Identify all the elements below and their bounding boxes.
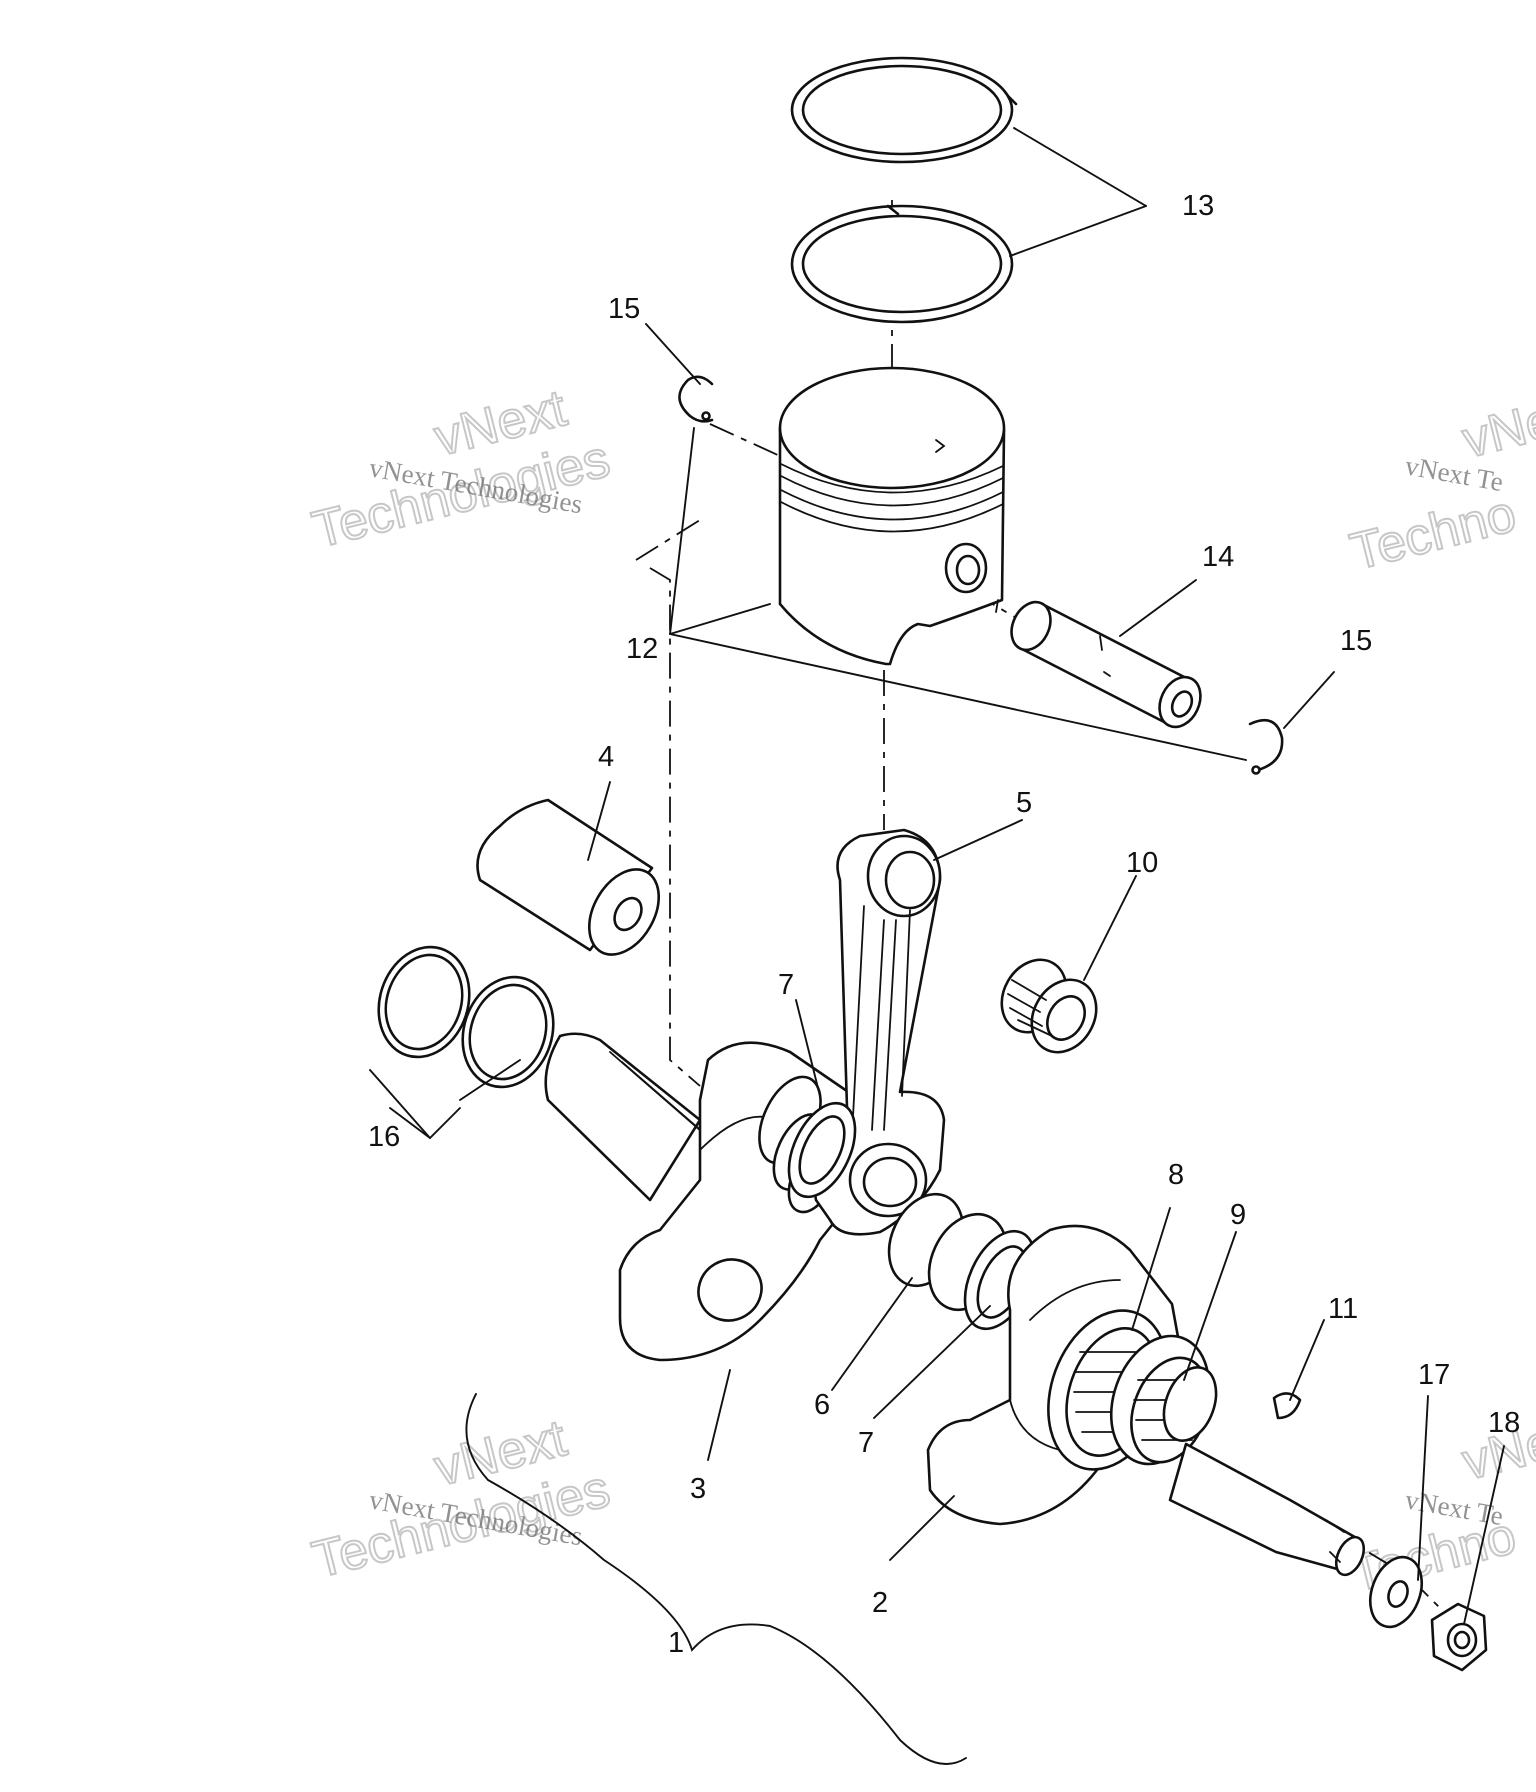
callout-16: 16 <box>368 1121 400 1153</box>
callout-2: 2 <box>872 1587 888 1619</box>
callout-3: 3 <box>690 1473 706 1505</box>
watermark-top-left: vNext Technologies vNext Technologies <box>306 378 617 561</box>
leader-6 <box>831 1277 913 1391</box>
circlip-right <box>1248 719 1284 775</box>
leader-15-right <box>1283 671 1335 729</box>
callout-13: 13 <box>1182 190 1214 222</box>
leader-8 <box>1131 1207 1171 1331</box>
leader-13-lower <box>1009 205 1147 257</box>
callout-15-right: 15 <box>1340 625 1372 657</box>
leader-16-right <box>459 1059 521 1101</box>
crank-seal <box>1162 1366 1218 1442</box>
woodruff-key <box>1272 1392 1302 1420</box>
leader-7-lower <box>873 1305 991 1419</box>
assembly-brace <box>465 1393 967 1765</box>
callout-7-lower: 7 <box>858 1427 874 1459</box>
leader-18 <box>1463 1445 1505 1625</box>
clip-to-piston-axis-line <box>709 423 781 457</box>
leader-14 <box>1119 579 1197 637</box>
piston-ring-upper <box>790 56 1018 164</box>
piston-ring-lower <box>790 204 1014 324</box>
callout-14: 14 <box>1202 541 1234 573</box>
callout-18: 18 <box>1488 1407 1520 1439</box>
leader-15-left <box>645 323 701 385</box>
tapered-output-shaft <box>1168 1442 1366 1577</box>
leader-12-clip <box>669 427 695 635</box>
callout-11: 11 <box>1328 1293 1358 1325</box>
crankpin-axis-line <box>649 567 701 1087</box>
callout-6: 6 <box>814 1389 830 1421</box>
leader-9 <box>1183 1231 1237 1381</box>
callout-9: 9 <box>1230 1199 1246 1231</box>
callout-15-left: 15 <box>608 293 640 325</box>
circlip-left <box>678 375 714 423</box>
watermark-bottom-left: vNext Technologies vNext Technologies <box>306 1408 617 1591</box>
leader-11 <box>1289 1319 1325 1401</box>
leader-7-upper <box>795 999 821 1097</box>
leader-3 <box>707 1369 731 1461</box>
piston-pin <box>1010 600 1202 729</box>
leader-10 <box>1083 875 1137 981</box>
shim-ring-left <box>377 945 471 1059</box>
leader-17 <box>1417 1395 1429 1581</box>
leader-2 <box>889 1495 955 1561</box>
leader-12-piston <box>669 603 771 635</box>
callout-7-upper: 7 <box>778 969 794 1001</box>
thrust-washer-left <box>787 1101 857 1199</box>
callout-10: 10 <box>1126 847 1158 879</box>
callout-12: 12 <box>626 633 658 665</box>
callout-5: 5 <box>1016 787 1032 819</box>
callout-4: 4 <box>598 741 614 773</box>
leader-13-upper <box>1013 127 1147 207</box>
big-end-bearing <box>887 1192 1009 1312</box>
leader-12-clip-right <box>669 633 1247 761</box>
watermark-partial-big-top: vNe <box>1457 391 1536 470</box>
callout-1: 1 <box>668 1627 684 1659</box>
washer <box>1369 1555 1423 1629</box>
piston-to-clip-left-line <box>635 519 701 561</box>
piston <box>778 366 1006 666</box>
watermark-top-right: vNe Techno vNext Te <box>1344 390 1536 583</box>
connecting-rod <box>813 828 946 1236</box>
watermark-partial-big-bottom: Techno <box>1345 485 1522 582</box>
callout-8: 8 <box>1168 1159 1184 1191</box>
callout-17: 17 <box>1418 1359 1450 1391</box>
leader-4 <box>587 781 611 861</box>
nut <box>1430 1602 1488 1672</box>
leader-16-left <box>369 1069 431 1139</box>
needle-bearing-small-end <box>1000 958 1098 1054</box>
watermark-bottom-right: vNe Techno vNext Te <box>1344 1412 1536 1605</box>
leader-5 <box>933 819 1023 861</box>
crank-pin <box>476 798 660 956</box>
